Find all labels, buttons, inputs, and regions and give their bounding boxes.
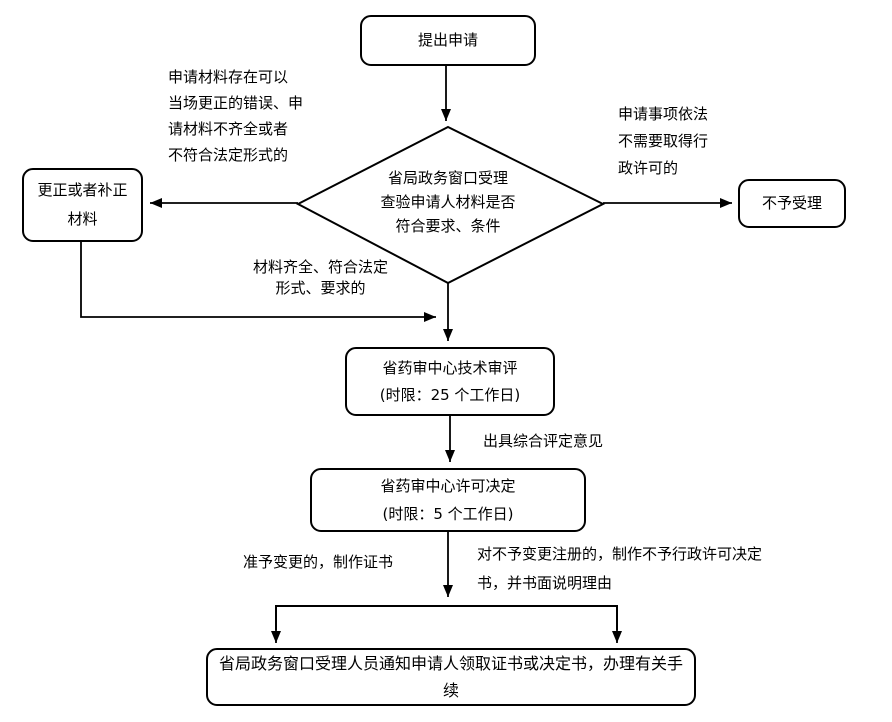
edge-label-no-permit-line-2: 不需要取得行	[618, 132, 709, 150]
edge-label-deny-decision: 对不予变更注册的，制作不予行政许可决定 书，并书面说明理由	[477, 540, 772, 598]
edge-label-correctable-errors: 申请材料存在可以 当场更正的错误、申 请材料不齐全或者 不符合法定形式的	[168, 64, 348, 168]
decision-line-3: 符合要求、条件	[395, 217, 501, 235]
edge-label-evaluation-opinion: 出具综合评定意见	[483, 428, 603, 454]
edge-label-deny-line-1: 对不予变更注册的，制作不予行政许可决定	[477, 545, 763, 563]
edge-label-no-permit-line-1: 申请事项依法	[618, 105, 709, 123]
edge-label-deny-line-2: 书，并书面说明理由	[477, 574, 613, 592]
connector-correct-to-join	[80, 242, 436, 322]
edge-label-no-permit-needed: 申请事项依法 不需要取得行 政许可的	[618, 101, 758, 182]
node-correct-materials-line-2: 材料	[67, 210, 98, 228]
node-submit-application: 提出申请	[360, 15, 536, 66]
node-submit-application-label: 提出申请	[417, 31, 478, 49]
edge-label-approve-certificate: 准予变更的，制作证书	[243, 549, 393, 575]
edge-label-correctable-line-4: 不符合法定形式的	[168, 146, 289, 164]
edge-label-complete-line-1: 材料齐全、符合法定	[252, 258, 388, 276]
node-license-decision: 省药审中心许可决定 (时限：5 个工作日)	[310, 468, 586, 532]
node-notify-applicant-label: 省局政务窗口受理人员通知申请人领取证书或决定书，办理有关手续	[218, 654, 683, 700]
node-correct-materials-line-1: 更正或者补正	[37, 181, 128, 199]
edge-label-no-permit-line-3: 政许可的	[618, 159, 679, 177]
node-technical-review: 省药审中心技术审评 (时限：25 个工作日)	[345, 347, 555, 416]
node-technical-review-line-1: 省药审中心技术审评	[382, 358, 518, 377]
decision-line-1: 省局政务窗口受理	[387, 169, 508, 187]
edge-label-opinion-text: 出具综合评定意见	[483, 432, 604, 450]
decision-diamond-shape	[295, 125, 606, 285]
edge-label-complete-line-2: 形式、要求的	[275, 279, 366, 297]
edge-label-correctable-line-1: 申请材料存在可以	[168, 68, 289, 86]
edge-label-correctable-line-2: 当场更正的错误、申	[168, 94, 304, 112]
node-technical-review-line-2: (时限：25 个工作日)	[379, 385, 521, 404]
edge-label-approve-text: 准予变更的，制作证书	[243, 553, 394, 571]
node-not-accepted: 不予受理	[738, 179, 846, 228]
node-notify-applicant: 省局政务窗口受理人员通知申请人领取证书或决定书，办理有关手续	[206, 648, 696, 706]
node-not-accepted-label: 不予受理	[761, 194, 822, 212]
edge-label-materials-complete: 材料齐全、符合法定 形式、要求的	[238, 257, 403, 299]
edge-label-correctable-line-3: 请材料不齐全或者	[168, 120, 289, 138]
connector-split-bar	[275, 605, 618, 630]
node-correct-materials: 更正或者补正 材料	[22, 168, 143, 242]
node-decision-acceptance: 省局政务窗口受理 查验申请人材料是否 符合要求、条件	[328, 166, 568, 238]
node-license-decision-line-2: (时限：5 个工作日)	[382, 505, 514, 523]
decision-line-2: 查验申请人材料是否	[380, 193, 516, 211]
node-license-decision-line-1: 省药审中心许可决定	[380, 477, 516, 495]
